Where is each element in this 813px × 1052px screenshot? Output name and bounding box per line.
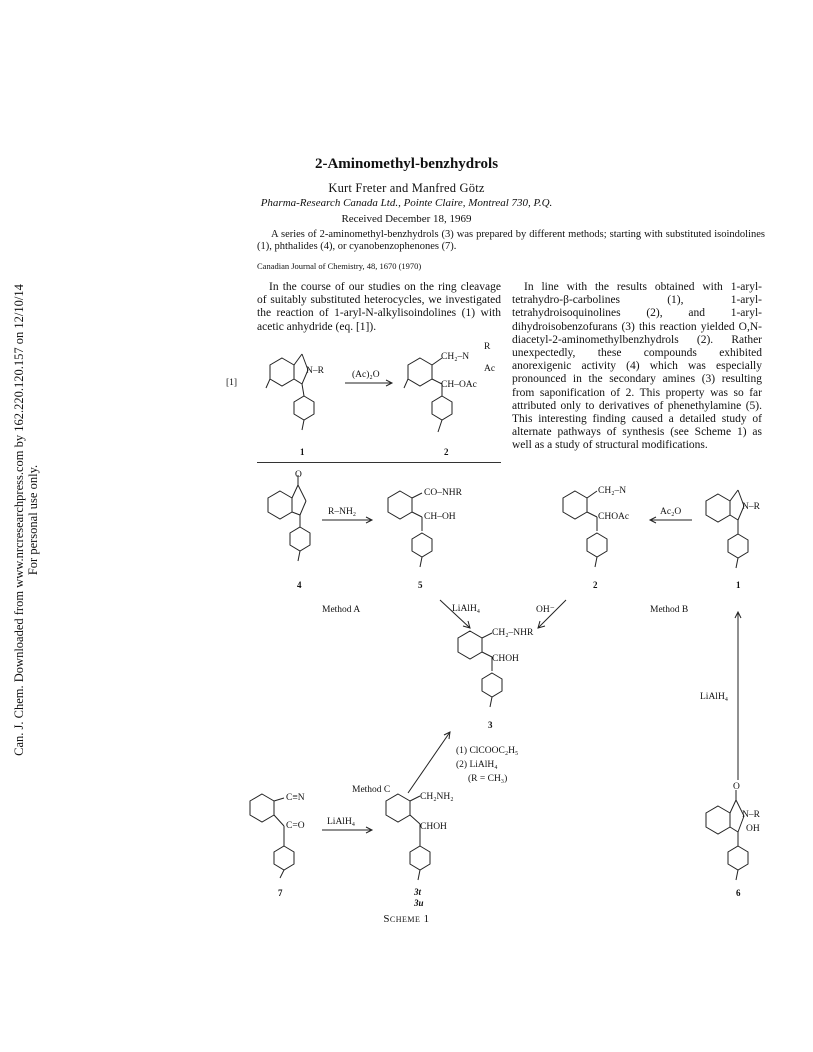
method-b-label: Method B — [650, 605, 689, 615]
c2-ch2n-label: CH₂–N — [598, 486, 627, 496]
scheme-compound-3t — [385, 793, 431, 881]
section-divider — [257, 462, 501, 463]
c5-co-nhr-label: CO–NHR — [424, 488, 463, 498]
compound-3u-number: 3u — [414, 898, 424, 908]
c4-o-label: O — [295, 470, 302, 480]
c3-choh-label: CHOH — [492, 654, 519, 664]
eq1-nr-label: N–R — [306, 366, 324, 376]
eq1-ac-label: Ac — [484, 364, 496, 374]
compound-7-number: 7 — [278, 888, 283, 898]
article-authors: Kurt Freter and Manfred Götz — [328, 181, 485, 195]
eq1-reagent: (Ac)₂O — [352, 370, 380, 380]
eq1-compound-2 — [403, 357, 453, 433]
lialh4-method-a: LiAlH₄ — [452, 604, 481, 614]
article-title: 2-Aminomethyl-benzhydrols — [314, 156, 499, 172]
c6-o-label: O — [733, 782, 740, 792]
lialh4-method-c: LiAlH₄ — [327, 817, 356, 827]
abstract: A series of 2-aminomethyl-benzhydrols (3… — [257, 229, 765, 252]
journal-citation: Canadian Journal of Chemistry, 48, 1670 … — [257, 261, 422, 271]
rnh2-reagent: R–NH₂ — [328, 507, 357, 517]
eq1-r-label: R — [484, 342, 491, 352]
eq1-ch2n-label: CH₂–N — [441, 352, 470, 362]
left-paragraph: In the course of our studies on the ring… — [257, 281, 501, 333]
step-2-reagent: (2) LiAlH₄ — [456, 760, 498, 770]
c5-ch-oh-label: CH–OH — [424, 512, 456, 522]
compound-5-number: 5 — [418, 580, 423, 590]
compound-3t-number: 3t — [414, 887, 422, 897]
method-a-label: Method A — [322, 605, 361, 615]
scheme-compound-1 — [705, 489, 749, 569]
c3t-choh-label: CHOH — [420, 822, 447, 832]
compound-4-number: 4 — [297, 580, 302, 590]
scheme-caption: Scheme 1 — [383, 913, 430, 925]
left-column: In the course of our studies on the ring… — [257, 281, 501, 334]
ac2o-reagent: Ac₂O — [660, 507, 682, 517]
c7-cn-label: C≡N — [286, 793, 305, 803]
received-date: Received December 18, 1969 — [341, 213, 472, 225]
scheme-compound-5 — [387, 490, 433, 568]
step-3-condition: (R = CH₃) — [468, 774, 508, 784]
equation-label: [1] — [226, 378, 238, 388]
scheme-compound-6 — [705, 790, 749, 881]
method-c-label: Method C — [352, 785, 391, 795]
article-affiliation: Pharma-Research Canada Ltd., Pointe Clai… — [260, 197, 553, 209]
compound-3-number: 3 — [488, 720, 493, 730]
eq1-compound-1 — [265, 353, 315, 431]
lialh4-method-b: LiAlH₄ — [700, 692, 729, 702]
scheme-compound-7 — [249, 793, 295, 879]
eq1-compound-1-number: 1 — [300, 447, 305, 457]
scheme-compound-4 — [267, 475, 311, 562]
right-paragraph: In line with the results obtained with 1… — [512, 281, 762, 452]
scheme-compound-3 — [457, 630, 503, 708]
compound-2-number: 2 — [593, 580, 598, 590]
scheme-compound-2 — [562, 490, 608, 568]
c6-nr-label: N–R — [742, 810, 760, 820]
hydroxide-reagent: OH⁻ — [536, 605, 555, 615]
c2-choac-label: CHOAc — [598, 512, 630, 522]
step-1-reagent: (1) ClCOOC₂H₅ — [456, 746, 519, 756]
eq1-compound-2-number: 2 — [444, 447, 449, 457]
c1-nr-label: N–R — [742, 502, 760, 512]
c3t-ch2nh2-label: CH₂NH₂ — [420, 792, 454, 802]
c3-ch2nhr-label: CH₂–NHR — [492, 628, 534, 638]
compound-1-number: 1 — [736, 580, 741, 590]
right-column: In line with the results obtained with 1… — [512, 281, 762, 453]
c7-co-label: C=O — [286, 821, 305, 831]
eq1-choac-label: CH–OAc — [441, 380, 477, 390]
compound-6-number: 6 — [736, 888, 741, 898]
c6-oh-label: OH — [746, 824, 760, 834]
